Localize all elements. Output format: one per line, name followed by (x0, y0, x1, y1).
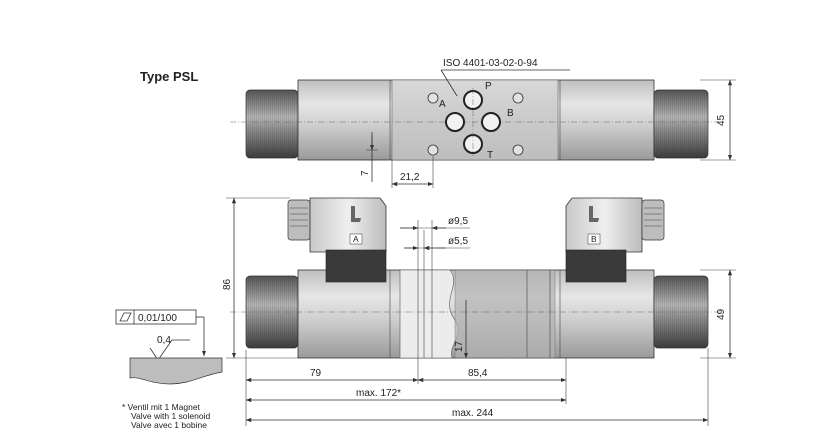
dim-depth: 17 (454, 340, 465, 352)
dim-dia-small: ø5,5 (448, 236, 468, 247)
port-p-label: P (485, 81, 492, 92)
mount-hole (427, 144, 439, 156)
side-view: A B ø9,5 ø5,5 17 86 (222, 197, 736, 426)
right-solenoid-connector: B (565, 197, 665, 283)
port-a (445, 112, 465, 132)
dim-port-offset: 21,2 (400, 172, 420, 183)
mounting-surface (129, 357, 223, 385)
port-b-label: B (507, 108, 514, 119)
dim-max-244: max. 244 (452, 408, 494, 419)
port-b (481, 112, 501, 132)
tolerance-block: 0,01/100 0,4 (115, 309, 223, 385)
footnote: * Ventil mit 1 Magnet Valve with 1 solen… (122, 402, 210, 430)
right-coil (565, 249, 627, 283)
dim-max-172: max. 172* (356, 388, 401, 399)
roughness-value: 0,4 (157, 335, 171, 346)
port-a-label: A (439, 99, 446, 110)
flatness-icon (119, 312, 132, 322)
mount-hole (512, 144, 524, 156)
dim-right-len: 85,4 (468, 368, 488, 379)
page-title: Type PSL (140, 69, 198, 84)
dim-height-top: 45 (716, 114, 727, 126)
dim-body-height: 49 (716, 308, 727, 320)
flatness-value: 0,01/100 (138, 313, 177, 324)
footnote-line: * Ventil mit 1 Magnet (122, 402, 201, 412)
left-coil-label: A (353, 234, 359, 244)
footnote-line: Valve with 1 solenoid (131, 411, 210, 421)
right-coil-label: B (591, 234, 597, 244)
standard-label: ISO 4401-03-02-0-94 (443, 58, 538, 69)
dim-offset-small: 7 (360, 170, 371, 176)
coil-logo-icon (589, 206, 599, 222)
left-coil (325, 249, 387, 283)
dim-total-height: 86 (222, 278, 233, 290)
coil-logo-icon (351, 206, 361, 222)
dim-left-len: 79 (310, 368, 322, 379)
roughness-icon (149, 339, 190, 361)
port-t-label: T (487, 150, 493, 161)
cutaway-section (399, 269, 459, 359)
footnote-line: Valve avec 1 bobine (131, 420, 207, 430)
mount-hole (427, 92, 439, 104)
mount-hole (512, 92, 524, 104)
dim-dia-large: ø9,5 (448, 216, 468, 227)
top-view: P A B T ISO 4401-03-02-0-94 45 7 21,2 (230, 58, 736, 188)
left-solenoid-connector: A (287, 197, 387, 283)
